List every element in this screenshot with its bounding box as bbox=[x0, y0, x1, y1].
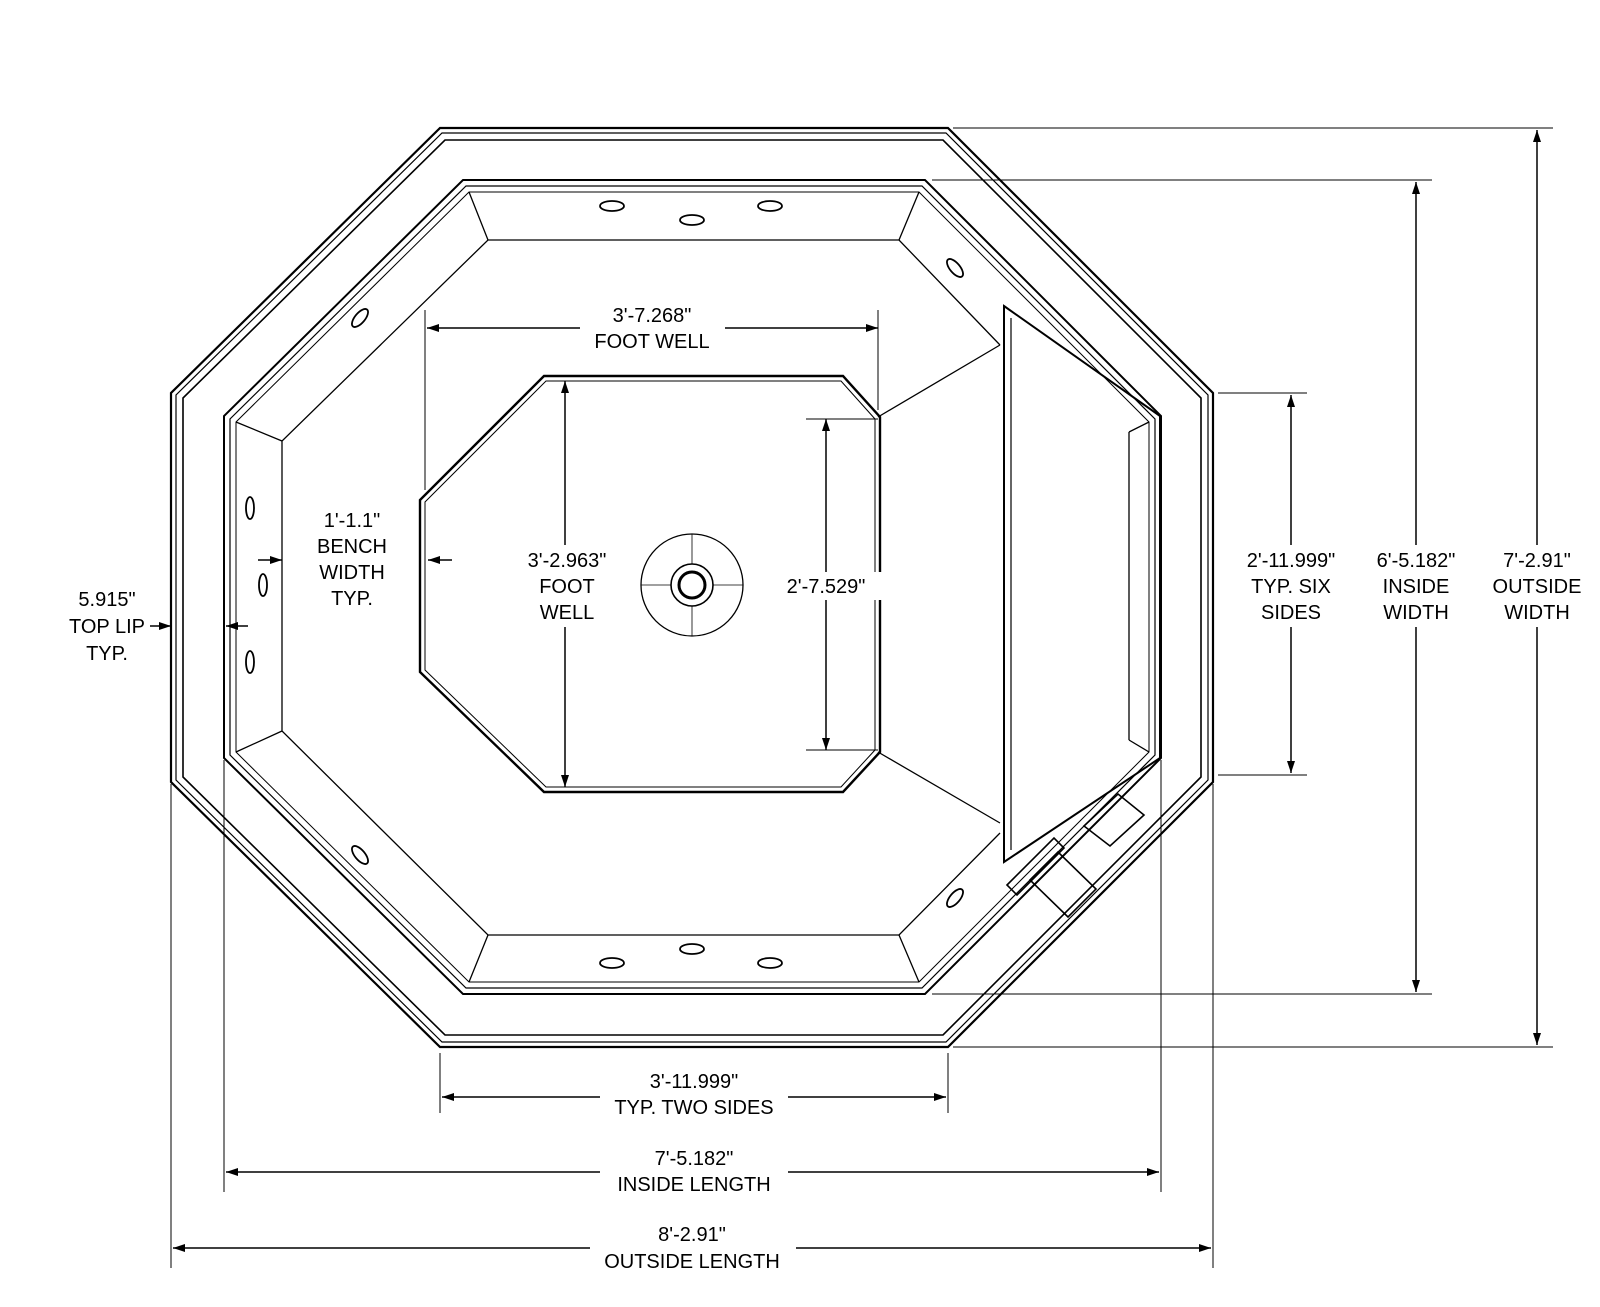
outside-length-value: 8'-2.91" bbox=[658, 1224, 726, 1246]
inner-rim-edge-1 bbox=[223, 179, 1162, 995]
bench-width-line4: TYP. bbox=[331, 588, 373, 610]
equipment-box bbox=[1082, 792, 1146, 848]
lounger-outline bbox=[1003, 304, 1161, 864]
equipment-box bbox=[1005, 836, 1066, 897]
typ-two-sides-value: 3'-11.999" bbox=[650, 1071, 738, 1093]
drain-ring bbox=[670, 563, 714, 607]
bench-width-line2: BENCH bbox=[317, 536, 387, 558]
foot-well bbox=[418, 374, 882, 794]
bench-width-value: 1'-1.1" bbox=[324, 510, 381, 532]
jet-icon bbox=[599, 200, 625, 212]
inside-width-line2: INSIDE bbox=[1383, 576, 1450, 598]
bench-width-line3: WIDTH bbox=[319, 562, 385, 584]
inside-length-value: 7'-5.182" bbox=[655, 1148, 734, 1170]
label-backgrounds bbox=[520, 300, 1588, 1276]
jet-icon bbox=[245, 496, 255, 520]
jet-icon bbox=[245, 650, 255, 674]
bench-inner-edge bbox=[281, 239, 1001, 936]
jet-icon bbox=[757, 200, 783, 212]
label-bg bbox=[600, 1067, 788, 1123]
inner-rim-edge-2 bbox=[229, 185, 1156, 989]
top-lip-value: 5.915" bbox=[78, 589, 135, 611]
foot-well-depth-line3: WELL bbox=[540, 602, 594, 624]
lounger-diagonal bbox=[877, 751, 1001, 824]
top-lip-line3: TYP. bbox=[86, 643, 128, 665]
jet-icon bbox=[946, 888, 964, 908]
foot-well-width-value: 3'-7.268" bbox=[613, 305, 692, 327]
outside-width-line2: OUTSIDE bbox=[1493, 576, 1582, 598]
typ-two-sides-caption: TYP. TWO SIDES bbox=[614, 1097, 773, 1119]
jet-icon bbox=[946, 258, 964, 278]
typ-six-sides-line3: SIDES bbox=[1261, 602, 1321, 624]
jet-icon bbox=[599, 957, 625, 969]
inside-width-line3: WIDTH bbox=[1383, 602, 1449, 624]
label-bg bbox=[772, 572, 882, 600]
label-bg bbox=[590, 1220, 796, 1276]
top-lip-line2: TOP LIP bbox=[69, 616, 145, 638]
bench-chamfer bbox=[468, 191, 489, 241]
bench-chamfer bbox=[235, 730, 283, 753]
outside-width-line3: WIDTH bbox=[1504, 602, 1570, 624]
inside-width-value: 6'-5.182" bbox=[1377, 550, 1456, 572]
drain-center-icon bbox=[677, 570, 707, 600]
bench-chamfer bbox=[1128, 421, 1150, 433]
bench-chamfer bbox=[898, 191, 920, 241]
foot-well-width-caption: FOOT WELL bbox=[594, 331, 709, 353]
bench-chamfer bbox=[898, 934, 920, 983]
label-bg bbox=[1486, 545, 1588, 627]
inner-side-value: 2'-7.529" bbox=[787, 576, 866, 598]
label-bg bbox=[600, 1143, 788, 1199]
jet-icon bbox=[679, 943, 705, 955]
lounger-diagonal bbox=[877, 344, 1001, 418]
foot-well-depth-line2: FOOT bbox=[539, 576, 595, 598]
typ-six-sides-line2: TYP. SIX bbox=[1251, 576, 1331, 598]
equipment-panel bbox=[1005, 792, 1146, 919]
bench-chamfer bbox=[1128, 739, 1150, 753]
label-bg bbox=[520, 545, 612, 627]
inside-length-caption: INSIDE LENGTH bbox=[617, 1174, 770, 1196]
jet-icon bbox=[258, 573, 268, 597]
outer-lip-edge-1 bbox=[169, 126, 1215, 1049]
typ-six-sides-value: 2'-11.999" bbox=[1247, 550, 1335, 572]
foot-well-inner-outline bbox=[424, 380, 876, 788]
jet-icon bbox=[351, 845, 369, 865]
jets bbox=[245, 200, 964, 969]
jet-icon bbox=[679, 214, 705, 226]
outside-length-caption: OUTSIDE LENGTH bbox=[604, 1251, 780, 1273]
label-bg bbox=[1238, 545, 1344, 627]
outside-width-value: 7'-2.91" bbox=[1503, 550, 1571, 572]
label-bg bbox=[580, 300, 725, 356]
dimension-labels: 3'-7.268" FOOT WELL 1'-1.1" BENCH WIDTH … bbox=[69, 305, 1581, 1273]
jet-icon bbox=[757, 957, 783, 969]
equipment-box bbox=[1028, 850, 1098, 919]
outer-lip-edge-3 bbox=[182, 139, 1202, 1036]
outer-lip-edge-2 bbox=[175, 132, 1209, 1043]
bench-chamfer bbox=[468, 934, 489, 983]
jet-icon bbox=[351, 308, 369, 328]
label-bg bbox=[1372, 545, 1462, 627]
bench-seat bbox=[235, 191, 1150, 983]
outer-top-lip bbox=[169, 126, 1215, 1049]
drain bbox=[640, 533, 744, 637]
foot-well-depth-value: 3'-2.963" bbox=[528, 550, 607, 572]
bench-chamfer bbox=[235, 421, 283, 442]
lounger-panel bbox=[1003, 304, 1161, 864]
foot-well-outline bbox=[418, 374, 882, 794]
